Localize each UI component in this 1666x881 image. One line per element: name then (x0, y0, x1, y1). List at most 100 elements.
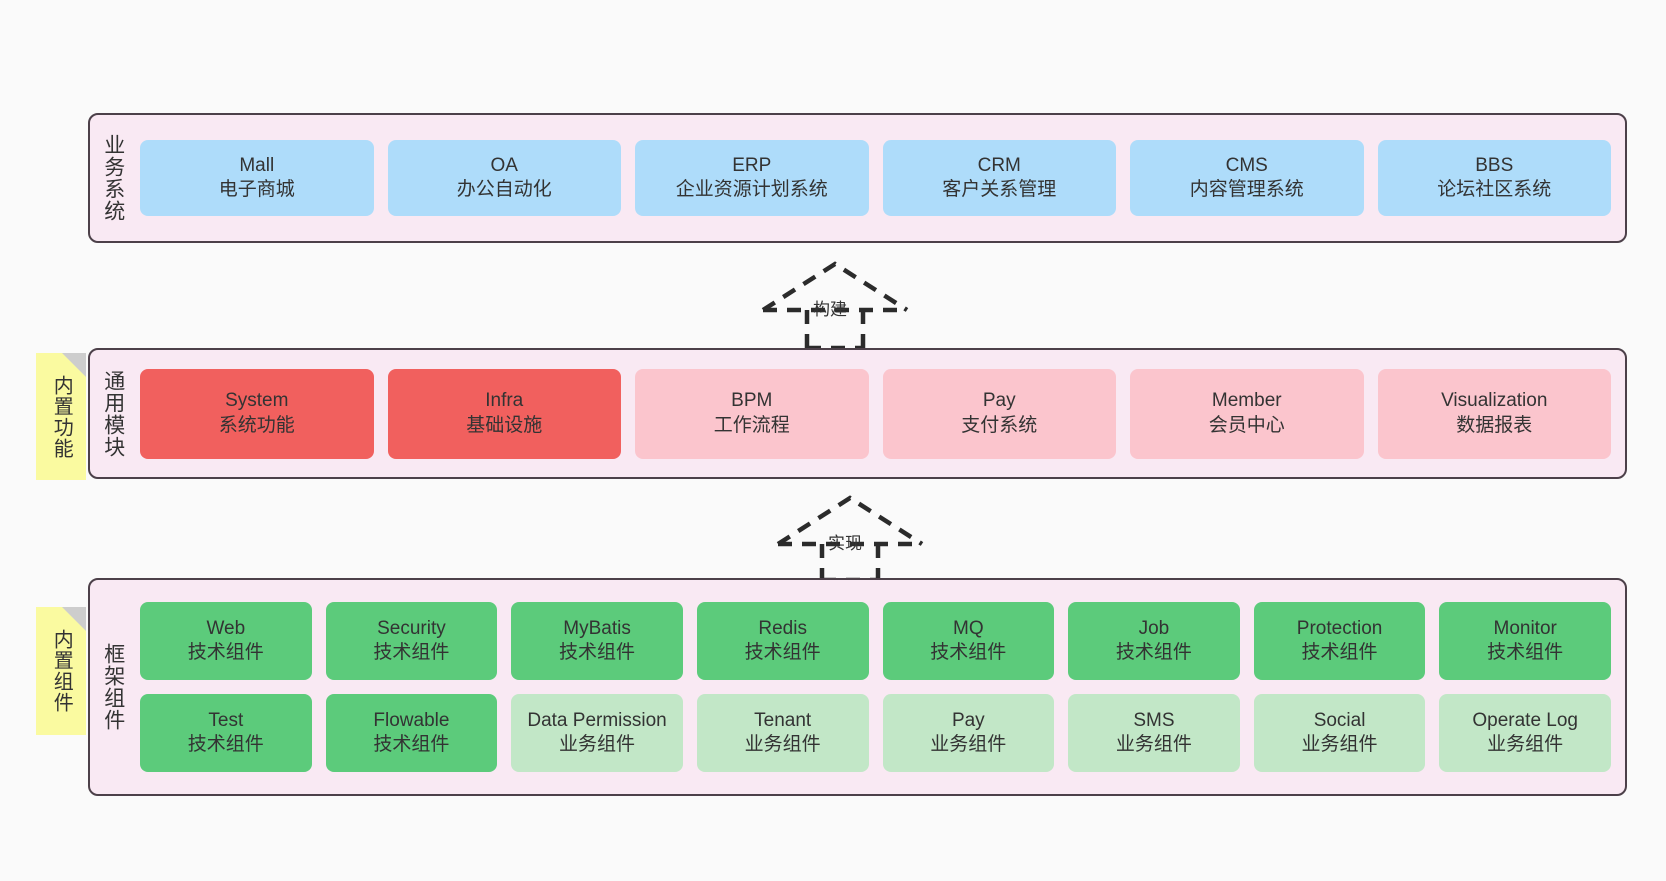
layer-business-systems-cards: Mall 电子商城 OA 办公自动化 ERP 企业资源计划系统 CRM 客户关系… (136, 115, 1625, 241)
card-title: Mall (239, 154, 275, 176)
note-builtin-components: 内置组件 (36, 607, 86, 735)
card-monitor[interactable]: Monitor 技术组件 (1439, 602, 1611, 680)
card-test[interactable]: Test 技术组件 (140, 694, 312, 772)
card-subtitle: 业务组件 (1487, 734, 1564, 755)
card-title: System (225, 390, 289, 412)
card-subtitle: 技术组件 (1301, 642, 1378, 663)
card-title: CRM (977, 154, 1021, 176)
layer-common-modules[interactable]: 通用模块 System 系统功能 Infra 基础设施 BPM 工作流程 Pay… (88, 348, 1627, 479)
card-subtitle: 业务组件 (930, 734, 1007, 755)
card-subtitle: 技术组件 (1487, 642, 1564, 663)
card-web[interactable]: Web 技术组件 (140, 602, 312, 680)
card-data-permission[interactable]: Data Permission 业务组件 (511, 694, 683, 772)
card-title: Infra (485, 390, 524, 412)
card-title: ERP (732, 154, 772, 176)
card-tenant[interactable]: Tenant 业务组件 (696, 694, 869, 772)
card-social[interactable]: Social 业务组件 (1253, 694, 1426, 772)
layer-business-systems[interactable]: 业务系统 Mall 电子商城 OA 办公自动化 ERP 企业资源计划系统 CRM… (88, 113, 1627, 243)
layer-framework-components-cards: Web 技术组件 Security 技术组件 MyBatis 技术组件 Redi… (136, 580, 1625, 794)
card-subtitle: 论坛社区系统 (1437, 179, 1552, 200)
card-subtitle: 技术组件 (930, 642, 1007, 663)
card-crm[interactable]: CRM 客户关系管理 (882, 140, 1116, 216)
card-title: Flowable (373, 709, 450, 731)
card-subtitle: 技术组件 (1115, 642, 1192, 663)
card-subtitle: 企业资源计划系统 (675, 179, 828, 200)
card-title: OA (490, 154, 518, 176)
layer-business-systems-label: 业务系统 (101, 134, 125, 222)
card-subtitle: 技术组件 (187, 642, 264, 663)
card-pay-business[interactable]: Pay 业务组件 (882, 694, 1055, 772)
card-pay[interactable]: Pay 支付系统 (882, 368, 1116, 459)
card-subtitle: 电子商城 (218, 179, 295, 200)
card-title: BBS (1475, 154, 1514, 176)
card-member[interactable]: Member 会员中心 (1130, 368, 1364, 459)
card-subtitle: 办公自动化 (456, 179, 552, 200)
card-subtitle: 业务组件 (559, 734, 636, 755)
card-subtitle: 业务组件 (1301, 734, 1378, 755)
card-protection[interactable]: Protection 技术组件 (1253, 602, 1426, 680)
note-fold-corner-icon (62, 353, 86, 377)
card-infra[interactable]: Infra 基础设施 (387, 368, 621, 459)
card-subtitle: 支付系统 (961, 414, 1038, 436)
card-subtitle: 技术组件 (373, 642, 450, 663)
card-title: Social (1313, 709, 1366, 731)
card-oa[interactable]: OA 办公自动化 (387, 140, 621, 216)
card-mybatis[interactable]: MyBatis 技术组件 (511, 602, 683, 680)
card-title: Data Permission (527, 709, 667, 731)
card-title: Protection (1296, 617, 1383, 639)
card-title: Operate Log (1472, 709, 1578, 731)
layer-framework-components[interactable]: 框架组件 Web 技术组件 Security 技术组件 MyBatis 技术组件… (88, 578, 1627, 796)
card-title: Web (206, 617, 246, 639)
card-subtitle: 数据报表 (1456, 414, 1533, 436)
connector-implement-label: 实现 (828, 534, 862, 553)
card-title: Test (208, 709, 244, 731)
card-title: CMS (1225, 154, 1268, 176)
card-title: MQ (953, 617, 984, 639)
card-subtitle: 会员中心 (1208, 414, 1285, 436)
layer-common-modules-cards: System 系统功能 Infra 基础设施 BPM 工作流程 Pay 支付系统… (136, 350, 1625, 477)
card-cms[interactable]: CMS 内容管理系统 (1130, 140, 1364, 216)
card-subtitle: 技术组件 (559, 642, 636, 663)
card-system[interactable]: System 系统功能 (140, 368, 374, 459)
card-subtitle: 基础设施 (466, 414, 543, 436)
framework-components-row-business: Test 技术组件 Flowable 技术组件 Data Permission … (140, 694, 1611, 772)
card-title: BPM (731, 390, 773, 412)
card-title: Redis (758, 617, 807, 639)
card-subtitle: 技术组件 (373, 734, 450, 755)
card-subtitle: 技术组件 (744, 642, 821, 663)
connector-implement: 实现 (770, 492, 930, 583)
connector-build-label: 构建 (813, 300, 847, 319)
card-title: Pay (951, 709, 985, 731)
card-redis[interactable]: Redis 技术组件 (696, 602, 869, 680)
card-sms[interactable]: SMS 业务组件 (1068, 694, 1240, 772)
card-title: Security (377, 617, 446, 639)
card-title: Monitor (1493, 617, 1557, 639)
card-bpm[interactable]: BPM 工作流程 (635, 368, 869, 459)
card-subtitle: 客户关系管理 (942, 179, 1057, 200)
card-subtitle: 业务组件 (1115, 734, 1192, 755)
card-visualization[interactable]: Visualization 数据报表 (1377, 368, 1611, 459)
card-title: MyBatis (563, 617, 631, 639)
note-builtin-components-label: 内置组件 (50, 629, 73, 713)
framework-components-row-technical: Web 技术组件 Security 技术组件 MyBatis 技术组件 Redi… (140, 602, 1611, 680)
card-subtitle: 系统功能 (218, 414, 295, 436)
card-title: Member (1211, 390, 1282, 412)
note-builtin-features: 内置功能 (36, 353, 86, 480)
card-security[interactable]: Security 技术组件 (325, 602, 498, 680)
card-title: Visualization (1441, 390, 1548, 412)
layer-common-modules-label: 通用模块 (101, 369, 125, 458)
card-operate-log[interactable]: Operate Log 业务组件 (1439, 694, 1611, 772)
card-bbs[interactable]: BBS 论坛社区系统 (1377, 140, 1611, 216)
card-erp[interactable]: ERP 企业资源计划系统 (635, 140, 869, 216)
layer-framework-components-label: 框架组件 (101, 643, 125, 731)
note-fold-corner-icon (62, 607, 86, 631)
card-mq[interactable]: MQ 技术组件 (882, 602, 1055, 680)
card-title: Job (1138, 617, 1170, 639)
card-title: SMS (1133, 709, 1175, 731)
card-job[interactable]: Job 技术组件 (1068, 602, 1240, 680)
card-subtitle: 内容管理系统 (1189, 179, 1304, 200)
card-mall[interactable]: Mall 电子商城 (140, 140, 374, 216)
card-flowable[interactable]: Flowable 技术组件 (325, 694, 498, 772)
connector-build: 构建 (755, 258, 915, 351)
